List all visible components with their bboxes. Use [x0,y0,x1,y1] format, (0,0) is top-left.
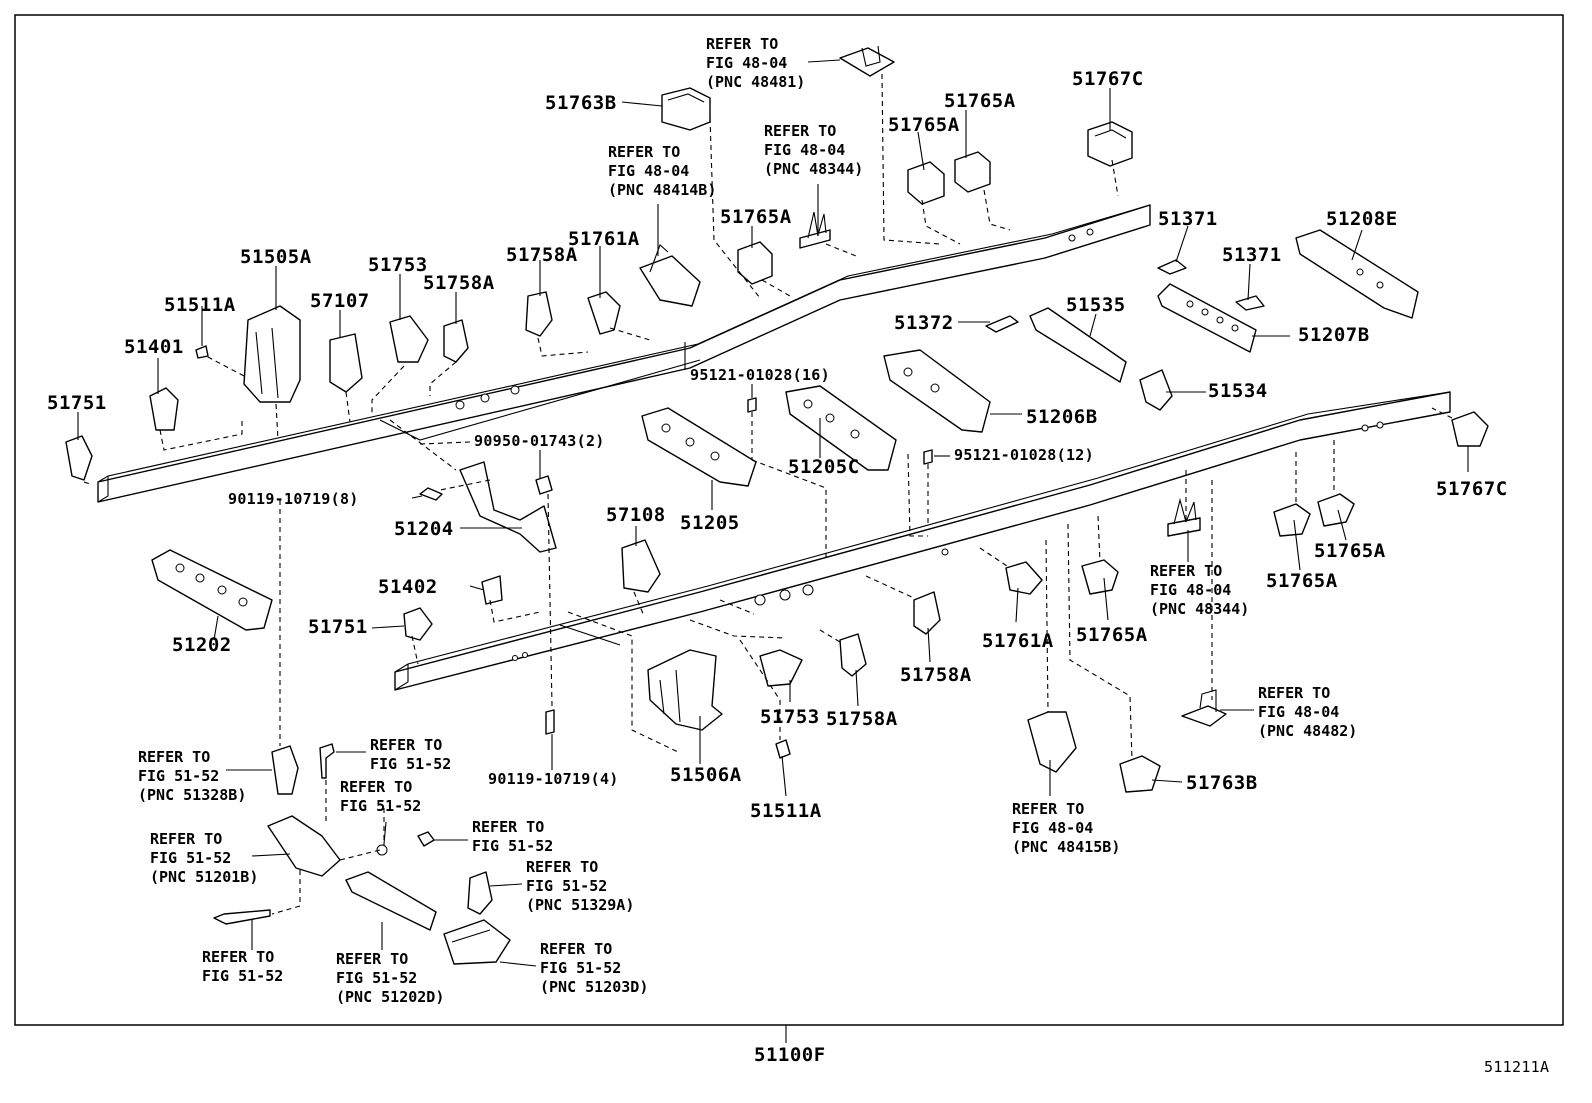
part-label[interactable]: 51202 [172,634,232,656]
part-label[interactable]: 51765A [1266,570,1338,592]
refer-label[interactable]: REFER TO FIG 48-04 (PNC 48344) [1150,562,1250,618]
refer-label[interactable]: REFER TO FIG 48-04 (PNC 48481) [706,35,806,91]
refer-label[interactable]: REFER TO FIG 51-52 (PNC 51329A) [526,858,635,914]
part-label[interactable]: 51372 [894,312,954,334]
part-label[interactable]: 51205C [788,456,860,478]
upper-frame-rail [97,204,1151,503]
part-label[interactable]: 51767C [1436,478,1508,500]
part-label[interactable]: 51761A [982,630,1054,652]
part-label[interactable]: 95121-01028(12) [954,446,1094,464]
leader-lines [77,59,1469,967]
part-label[interactable]: 51751 [47,392,107,414]
part-label[interactable]: 51505A [240,246,312,268]
part-label[interactable]: 51534 [1208,380,1268,402]
refer-label[interactable]: REFER TO FIG 51-52 (PNC 51328B) [138,748,247,804]
part-label[interactable]: 51511A [164,294,236,316]
part-label[interactable]: 51765A [888,114,960,136]
part-label[interactable]: 51763B [1186,772,1258,794]
part-label[interactable]: 57108 [606,504,666,526]
refer-label[interactable]: REFER TO FIG 51-52 (PNC 51201B) [150,830,259,886]
upper-brackets [65,45,1133,481]
refer-label[interactable]: REFER TO FIG 48-04 (PNC 48415B) [1012,800,1121,856]
dashed-lines [83,73,1453,915]
part-label[interactable]: 95121-01028(16) [690,366,830,384]
figure-id: 511211A [1484,1058,1550,1076]
part-label[interactable]: 51401 [124,336,184,358]
lower-frame-rail [394,391,1451,691]
part-label[interactable]: 51758A [423,272,495,294]
part-label[interactable]: 51753 [368,254,428,276]
part-label[interactable]: 51207B [1298,324,1370,346]
part-label[interactable]: 51767C [1072,68,1144,90]
part-label[interactable]: 51205 [680,512,740,534]
refer-label[interactable]: REFER TO FIG 48-04 (PNC 48482) [1258,684,1358,740]
part-label[interactable]: 51765A [1076,624,1148,646]
refer-label[interactable]: REFER TO FIG 51-52 [370,736,452,773]
part-label[interactable]: 51371 [1222,244,1282,266]
crossmembers [151,229,1419,631]
refer-label[interactable]: REFER TO FIG 48-04 (PNC 48344) [764,122,864,178]
refer-label[interactable]: REFER TO FIG 51-52 [472,818,554,855]
refer-label[interactable]: REFER TO FIG 51-52 (PNC 51203D) [540,940,649,996]
part-label[interactable]: 51206B [1026,406,1098,428]
part-label[interactable]: 51511A [750,800,822,822]
part-label[interactable]: 51765A [720,206,792,228]
part-label[interactable]: 51751 [308,616,368,638]
fasteners [419,397,933,735]
part-label[interactable]: 51402 [378,576,438,598]
refer-label[interactable]: REFER TO FIG 51-52 [202,948,284,985]
refer-label[interactable]: REFER TO FIG 51-52 [340,778,422,815]
refer-label[interactable]: REFER TO FIG 51-52 (PNC 51202D) [336,950,445,1006]
part-label[interactable]: 51753 [760,706,820,728]
part-label[interactable]: 51506A [670,764,742,786]
part-label[interactable]: 57107 [310,290,370,312]
part-label[interactable]: 90119-10719(4) [488,770,619,788]
part-label[interactable]: 51763B [545,92,617,114]
part-label[interactable]: 51535 [1066,294,1126,316]
part-label[interactable]: 51758A [900,664,972,686]
diagram-border [14,14,1564,1026]
part-label[interactable]: 51765A [944,90,1016,112]
part-label[interactable]: 51758A [506,244,578,266]
part-label[interactable]: 51761A [568,228,640,250]
fig-51-52-parts [213,743,511,965]
part-label[interactable]: 90119-10719(8) [228,490,359,508]
part-label[interactable]: 51371 [1158,208,1218,230]
part-label[interactable]: 51204 [394,518,454,540]
assembly-label[interactable]: 51100F [754,1044,826,1066]
part-label[interactable]: 90950-01743(2) [474,432,605,450]
refer-label[interactable]: REFER TO FIG 48-04 (PNC 48414B) [608,143,717,199]
part-label[interactable]: 51208E [1326,208,1398,230]
part-label[interactable]: 51758A [826,708,898,730]
lower-brackets [403,411,1489,793]
part-label[interactable]: 51765A [1314,540,1386,562]
